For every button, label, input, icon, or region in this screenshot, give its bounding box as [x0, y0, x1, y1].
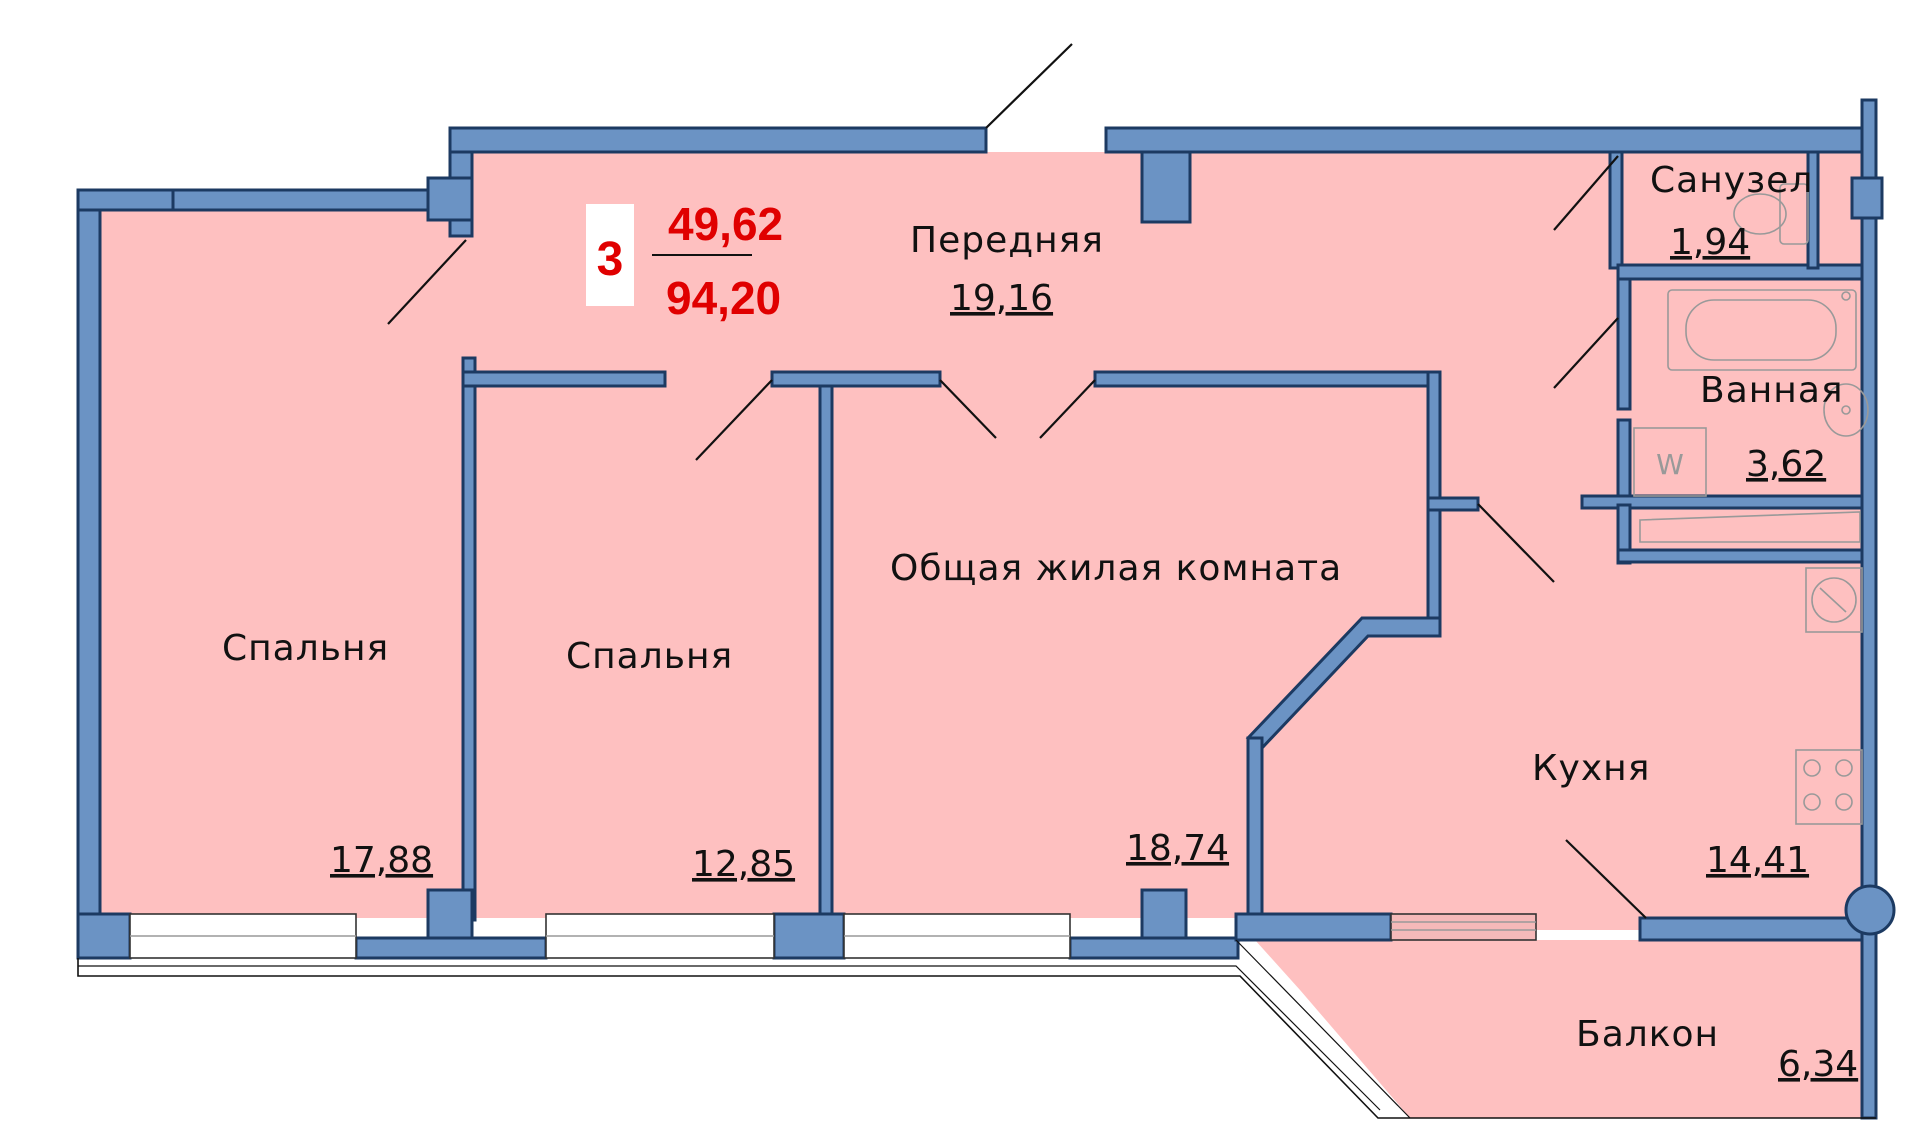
- room-area-balcony: 6,34: [1778, 1044, 1858, 1085]
- room-area-bathroom: 3,62: [1746, 444, 1826, 485]
- sink-icon: [1823, 383, 1869, 437]
- rooms-count-badge: [586, 204, 634, 306]
- door-bedroom-2: [695, 379, 773, 461]
- doors: [387, 43, 1647, 919]
- door-living-right: [1039, 379, 1096, 439]
- toilet-icon: [1733, 183, 1809, 245]
- room-labels: Передняя 19,16 Санузел 1,94 Ванная 3,62 …: [222, 160, 1858, 1085]
- door-bedroom-1: [387, 239, 467, 325]
- shelf-icon: [1639, 511, 1861, 543]
- floor-balcony: [1255, 940, 1870, 1118]
- fixtures: W: [1633, 183, 1869, 825]
- room-area-kitchen: 14,41: [1706, 840, 1809, 881]
- door-bathroom: [1553, 317, 1619, 389]
- room-name-bathroom: Ванная: [1700, 370, 1844, 411]
- floor-areas: [100, 152, 1870, 1118]
- washer-label: W: [1656, 448, 1684, 481]
- room-name-bedroom-2: Спальня: [566, 636, 733, 677]
- floor-main: [100, 152, 1862, 930]
- entry-door: [985, 43, 1073, 129]
- door-kitchen: [1477, 503, 1555, 583]
- boiler-icon: [1805, 567, 1863, 633]
- living-area: 49,62: [668, 198, 783, 250]
- windows: [77, 913, 1876, 1119]
- balcony-door-glazing: [1390, 913, 1537, 941]
- walls: [76, 98, 1896, 1120]
- door-balcony: [1565, 839, 1647, 919]
- room-area-bedroom-2: 12,85: [692, 844, 795, 885]
- room-area-hall: 19,16: [950, 278, 1053, 319]
- balcony-outline-inner: [78, 965, 1381, 1111]
- washing-machine-icon: W: [1633, 427, 1707, 497]
- room-name-hall: Передняя: [910, 220, 1104, 261]
- room-area-toilet: 1,94: [1670, 222, 1750, 263]
- balcony-outline: [77, 958, 1876, 1119]
- room-name-kitchen: Кухня: [1532, 748, 1650, 789]
- total-area: 94,20: [666, 272, 781, 324]
- room-name-living: Общая жилая комната: [890, 548, 1342, 589]
- room-name-bedroom-1: Спальня: [222, 628, 389, 669]
- room-area-bedroom-1: 17,88: [330, 840, 433, 881]
- bathtub-icon: [1667, 289, 1857, 371]
- room-name-balcony: Балкон: [1576, 1014, 1719, 1055]
- door-living-left: [939, 379, 997, 439]
- apartment-summary: 3 49,62 94,20: [586, 198, 783, 324]
- room-name-toilet: Санузел: [1650, 160, 1813, 201]
- door-sanuzel: [1553, 155, 1619, 231]
- balcony-edge: [1235, 939, 1411, 1119]
- stove-icon: [1795, 749, 1863, 825]
- rooms-count: 3: [597, 233, 624, 286]
- room-area-living: 18,74: [1126, 828, 1229, 869]
